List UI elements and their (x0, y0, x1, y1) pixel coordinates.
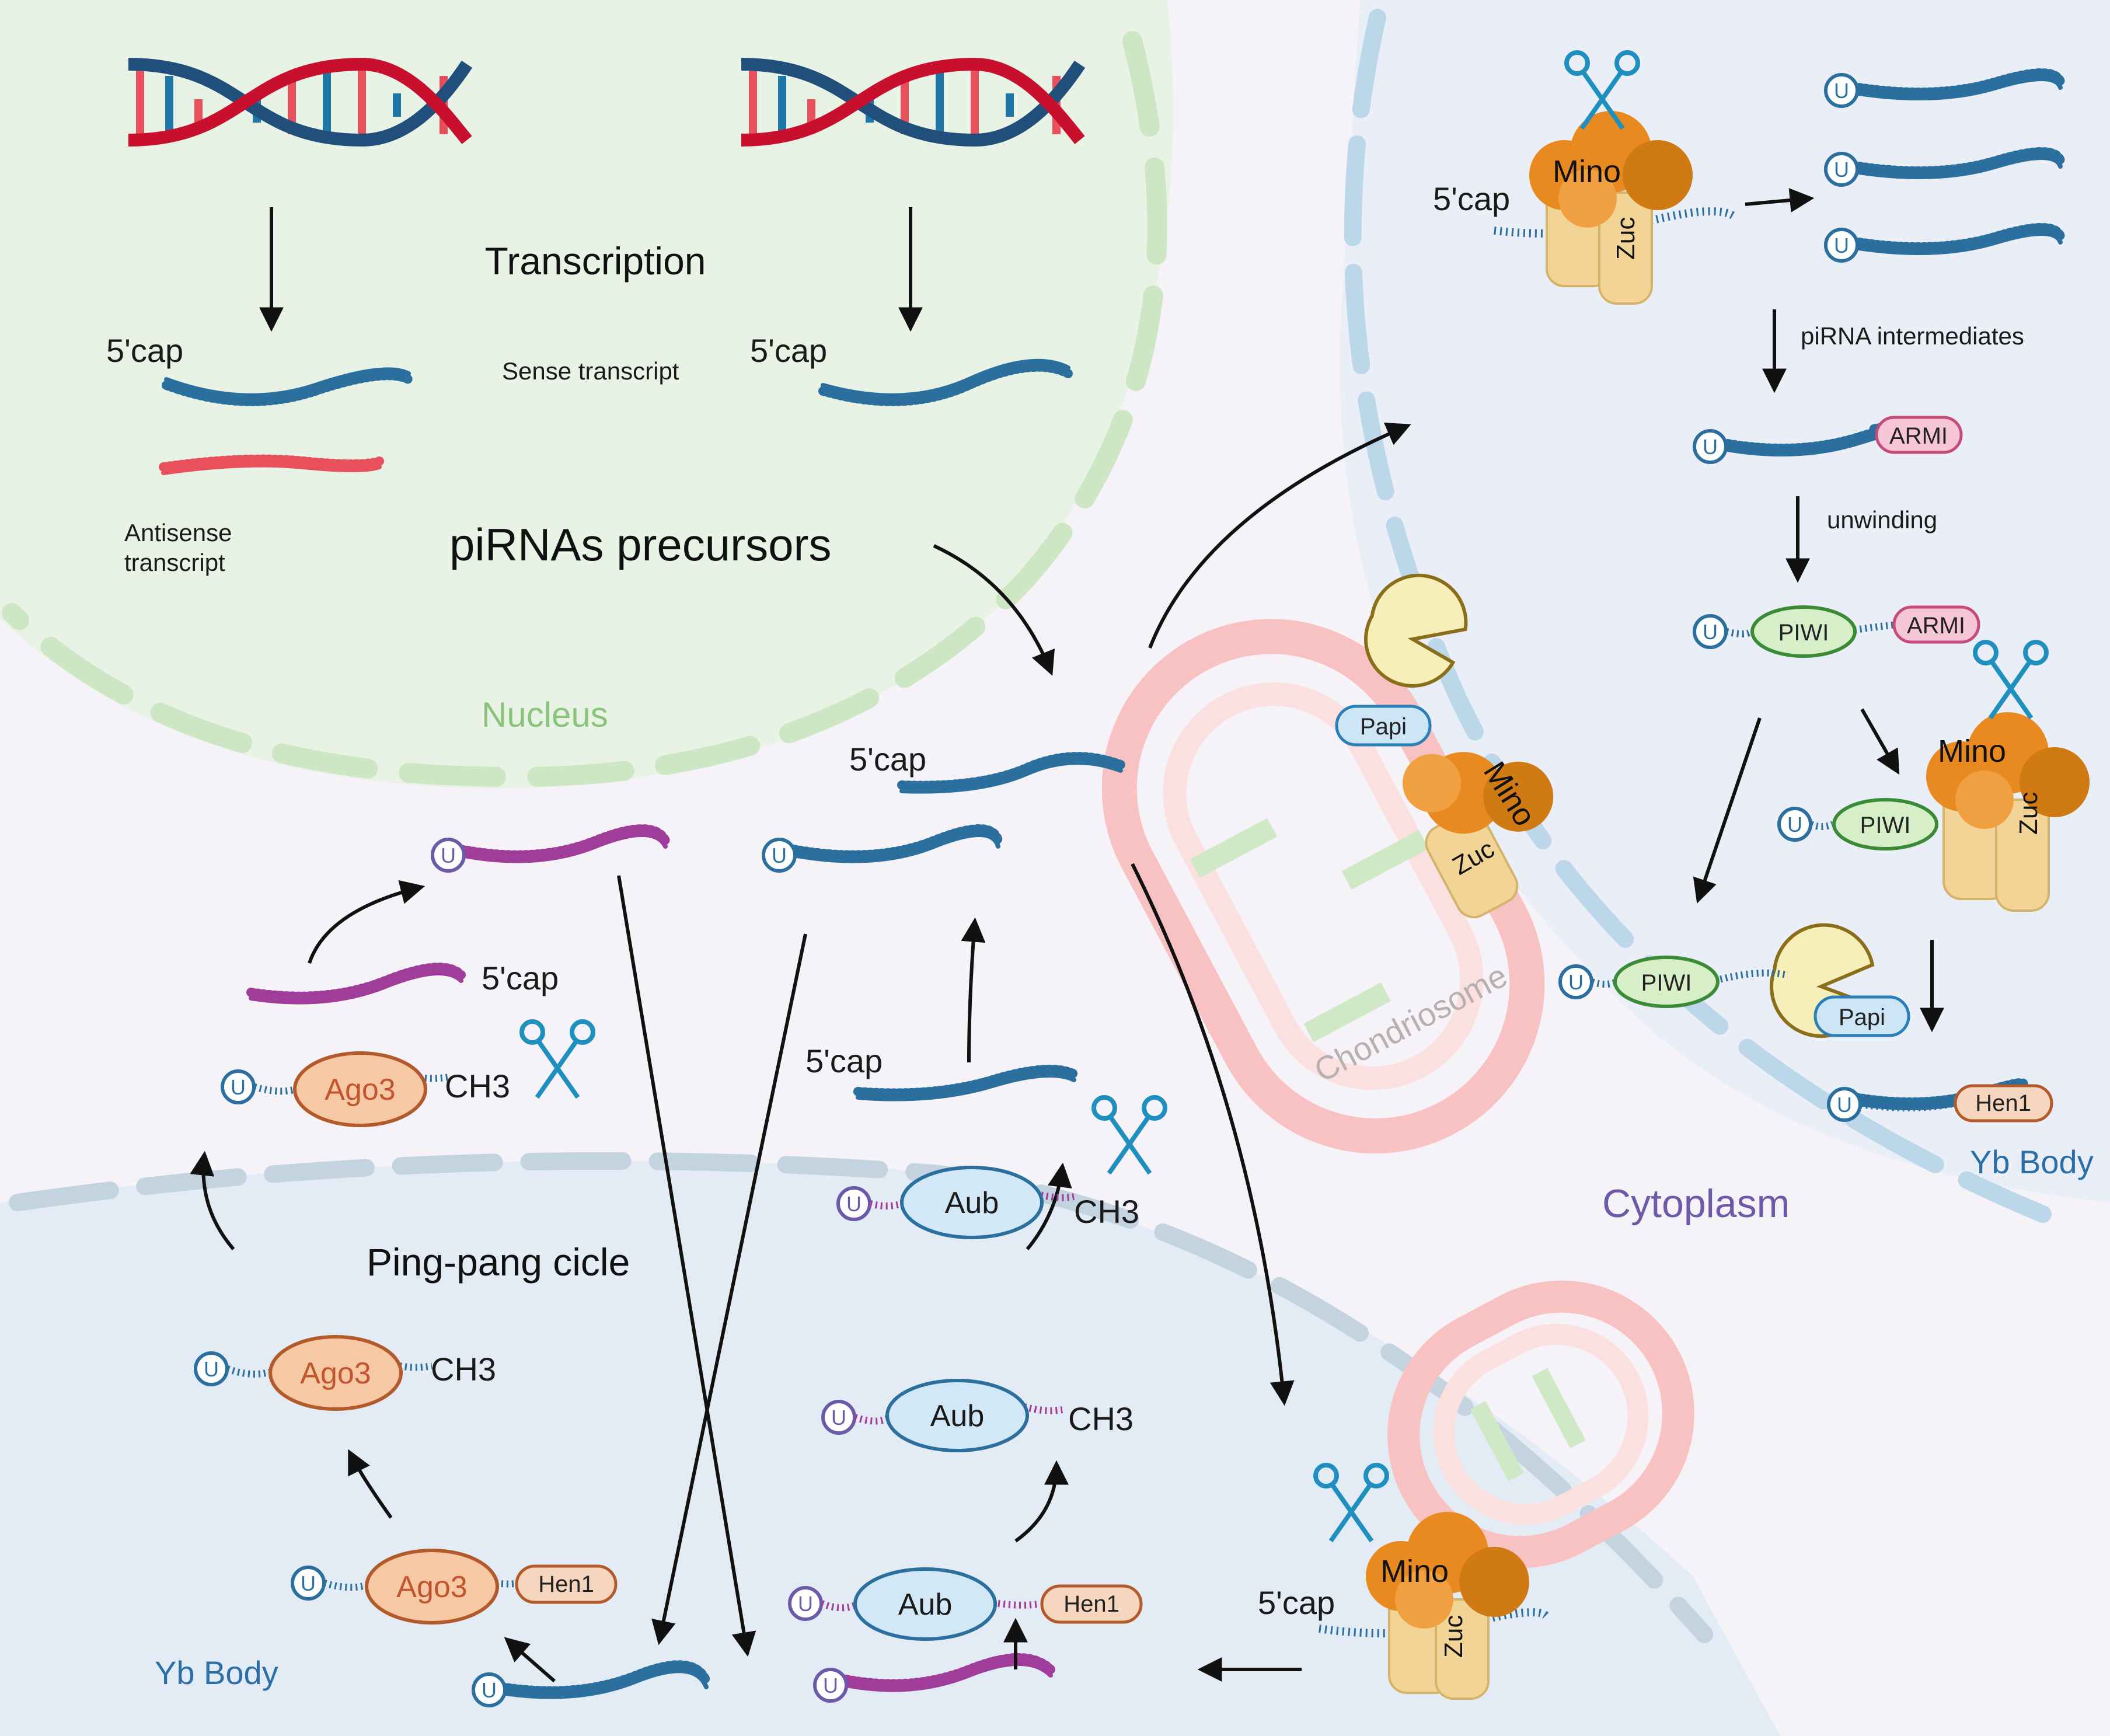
nucleus-region (0, 0, 1173, 789)
svg-text:Aub: Aub (930, 1399, 985, 1433)
svg-text:U: U (204, 1357, 219, 1381)
chondriosome-small (1387, 1280, 1694, 1568)
yb-body-top-right (1340, 0, 2110, 1202)
label-ch3-3: CH3 (1074, 1193, 1139, 1230)
svg-text:Mino: Mino (1380, 1554, 1449, 1589)
svg-text:Ago3: Ago3 (300, 1357, 371, 1390)
label-5cap-6: 5'cap (1433, 180, 1510, 217)
dna-helix-left (128, 57, 473, 147)
label-5cap-4: 5'cap (482, 960, 559, 996)
protein-papi-1: Papi (1335, 705, 1432, 747)
svg-text:Papi: Papi (1360, 714, 1407, 740)
protein-aub-1: Aub (900, 1166, 1044, 1239)
protein-piwi-1: PIWI (1750, 605, 1857, 658)
label-transcription: Transcription (484, 239, 706, 283)
protein-hen1-2: Hen1 (515, 1564, 618, 1604)
svg-text:PIWI: PIWI (1860, 813, 1911, 838)
uridine-labels: U U U U U U U U U U U U U U U U U U (204, 79, 1852, 1702)
label-unwinding: unwinding (1827, 506, 1937, 534)
label-5cap-7: 5'cap (1258, 1584, 1335, 1621)
svg-text:Hen1: Hen1 (538, 1571, 594, 1597)
label-ch3-2: CH3 (431, 1351, 496, 1388)
svg-text:Papi: Papi (1839, 1005, 1885, 1030)
label-5cap-3: 5'cap (849, 741, 926, 778)
label-yb-body-right: Yb Body (1970, 1144, 2094, 1180)
svg-text:Zuc: Zuc (2014, 792, 2043, 835)
svg-text:PIWI: PIWI (1641, 970, 1692, 996)
nucleus-membrane (2, 31, 1167, 787)
svg-text:Mino: Mino (1938, 734, 2006, 769)
label-pirna-intermediates: piRNA intermediates (1801, 322, 2024, 350)
svg-text:U: U (772, 843, 787, 867)
svg-text:U: U (798, 1592, 813, 1616)
svg-text:U: U (482, 1678, 497, 1702)
protein-hen1-1: Hen1 (1954, 1084, 2053, 1123)
label-ch3-1: CH3 (445, 1068, 510, 1104)
scissors-icon (519, 50, 2049, 1543)
protein-piwi-2: PIWI (1832, 798, 1938, 850)
protein-ago3-3: Ago3 (365, 1549, 499, 1625)
protein-aub-3: Aub (853, 1567, 997, 1641)
papi-shape-top (1364, 573, 1468, 688)
label-yb-body-bottom: Yb Body (155, 1654, 278, 1691)
svg-text:Aub: Aub (945, 1186, 999, 1220)
mino-zuc-complex-chondriosome (1403, 752, 1554, 919)
svg-text:U: U (846, 1192, 862, 1216)
svg-text:U: U (1834, 233, 1849, 257)
svg-text:U: U (1703, 435, 1718, 459)
protein-hen1-3: Hen1 (1040, 1584, 1143, 1624)
label-ping-pang-cicle: Ping-pang cicle (367, 1240, 630, 1284)
label-nucleus: Nucleus (482, 695, 608, 734)
svg-text:PIWI: PIWI (1778, 620, 1829, 646)
label-cytoplasm: Cytoplasm (1602, 1181, 1790, 1226)
svg-text:Hen1: Hen1 (1063, 1591, 1119, 1617)
svg-text:U: U (1787, 813, 1802, 836)
svg-text:U: U (831, 1406, 846, 1430)
protein-ago3-1: Ago3 (293, 1051, 427, 1127)
svg-text:U: U (1568, 970, 1584, 994)
label-5cap-1: 5'cap (106, 332, 183, 369)
yb-body-membrane-top (1344, 9, 2052, 1223)
svg-text:U: U (1837, 1093, 1852, 1117)
protein-armi-2: ARMI (1892, 605, 1980, 644)
svg-text:Ago3: Ago3 (325, 1073, 395, 1107)
label-5cap-2: 5'cap (750, 332, 827, 369)
svg-text:U: U (1834, 79, 1849, 103)
svg-text:ARMI: ARMI (1889, 423, 1948, 449)
label-antisense-line2: transcript (124, 549, 225, 576)
svg-text:Mino: Mino (1553, 154, 1621, 189)
dna-helix-right (741, 57, 1086, 147)
label-ch3-4: CH3 (1068, 1400, 1134, 1437)
svg-text:Aub: Aub (898, 1588, 953, 1622)
svg-text:Zuc: Zuc (1439, 1615, 1468, 1658)
uridine-markers (194, 73, 1862, 1707)
label-pirna-precursors: piRNAs precursors (449, 519, 832, 570)
label-sense-transcript: Sense transcript (502, 357, 679, 385)
svg-text:U: U (823, 1674, 838, 1697)
label-antisense-line1: Antisense (124, 519, 232, 546)
svg-text:Zuc: Zuc (1612, 217, 1640, 260)
svg-text:U: U (231, 1075, 246, 1099)
mino-zuc-complex-bottom (1319, 1512, 1551, 1700)
protein-papi-2: Papi (1813, 995, 1910, 1037)
flow-arrows (190, 188, 1944, 1683)
svg-text:Ago3: Ago3 (396, 1570, 467, 1604)
svg-text:Hen1: Hen1 (1975, 1090, 2031, 1116)
protein-ago3-2: Ago3 (268, 1335, 403, 1411)
svg-text:ARMI: ARMI (1907, 613, 1965, 639)
svg-text:U: U (1703, 620, 1718, 644)
svg-text:U: U (441, 843, 456, 867)
protein-armi-1: ARMI (1875, 416, 1963, 454)
mino-zuc-complex-mid (1926, 712, 2090, 912)
mino-zuc-complex-top (1494, 111, 1736, 305)
label-5cap-5: 5'cap (805, 1043, 883, 1079)
svg-text:U: U (1834, 158, 1849, 182)
svg-text:U: U (301, 1571, 316, 1595)
protein-aub-2: Aub (885, 1379, 1029, 1452)
protein-piwi-3: PIWI (1613, 956, 1720, 1008)
